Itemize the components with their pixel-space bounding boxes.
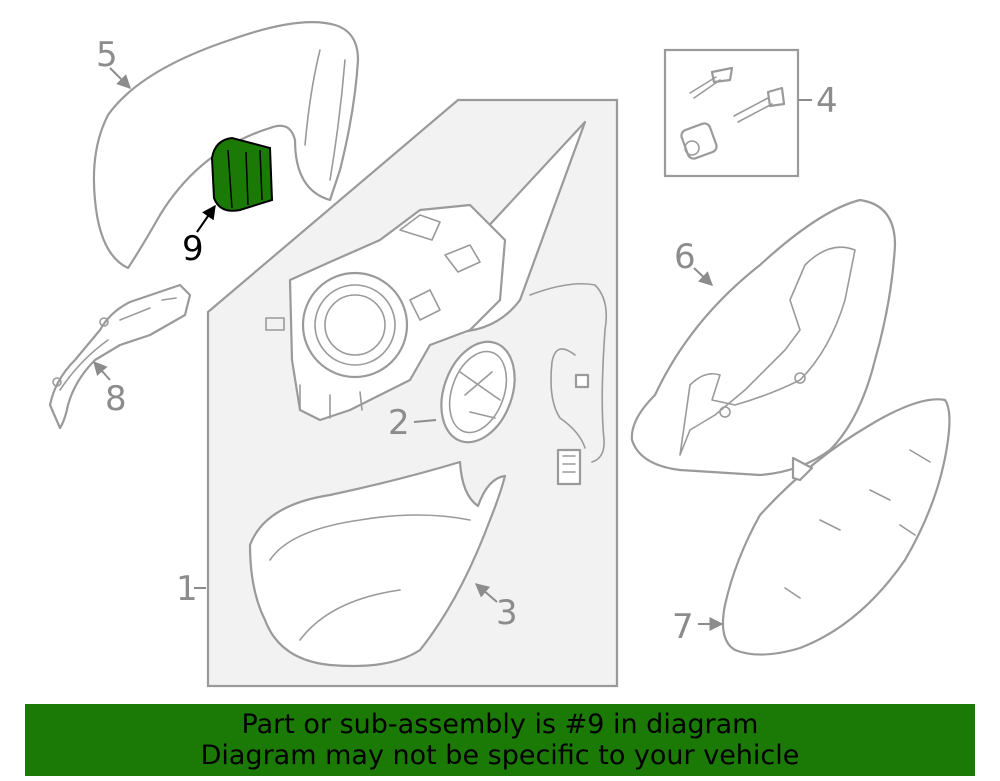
wiring-harness <box>550 348 590 486</box>
mirror-housing <box>630 198 897 477</box>
callout-3: 3 <box>496 593 518 633</box>
banner-line-2: Diagram may not be specific to your vehi… <box>200 740 800 771</box>
callout-5: 5 <box>96 35 118 75</box>
adjuster-ring <box>413 340 516 444</box>
callout-7: 7 <box>672 607 694 647</box>
lower-housing-cover <box>248 460 507 668</box>
info-banner: Part or sub-assembly is #9 in diagram Di… <box>25 704 975 776</box>
bracket <box>48 283 192 430</box>
banner-line-1: Part or sub-assembly is #9 in diagram <box>241 709 759 740</box>
hardware-kit <box>663 48 812 178</box>
callout-4: 4 <box>816 81 838 121</box>
mirror-glass <box>698 398 951 656</box>
callout-9: 9 <box>182 229 204 269</box>
callout-1: 1 <box>176 569 198 609</box>
turn-signal-lamp <box>196 136 274 233</box>
mirror-actuator <box>265 203 507 422</box>
callout-2: 2 <box>388 403 410 443</box>
callout-6: 6 <box>674 237 696 277</box>
callout-8: 8 <box>105 379 127 419</box>
